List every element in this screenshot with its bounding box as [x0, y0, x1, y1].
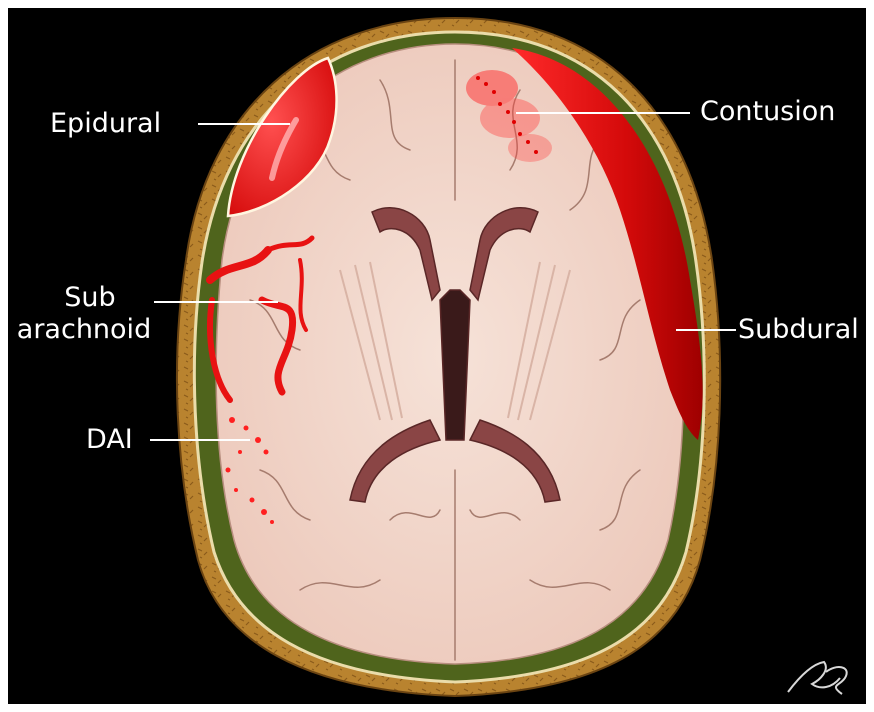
- label-contusion: Contusion: [700, 96, 835, 128]
- label-epidural: Epidural: [50, 108, 161, 140]
- label-subdural: Subdural: [738, 314, 859, 346]
- label-subarachnoid-line2: arachnoid: [12, 314, 156, 346]
- signature-mark: [788, 662, 847, 694]
- label-subarachnoid: Sub arachnoid: [24, 282, 156, 346]
- label-dai: DAI: [86, 424, 133, 456]
- label-subarachnoid-line1: Sub: [24, 282, 156, 314]
